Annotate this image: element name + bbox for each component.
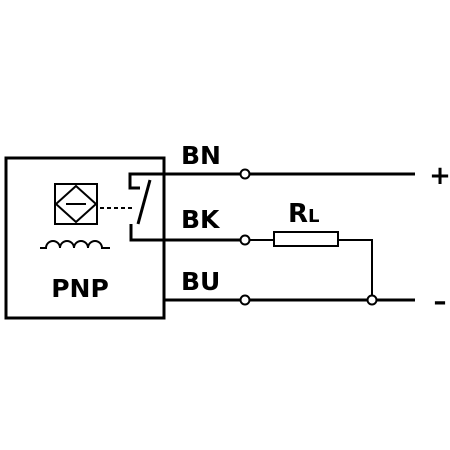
wire-label-bn: BN — [181, 141, 221, 170]
load-symbol: R — [288, 199, 308, 229]
terminal-bn — [239, 168, 251, 180]
junction-node — [366, 294, 378, 306]
terminal-bu — [239, 294, 251, 306]
load-subscript: L — [308, 206, 319, 227]
supply-positive-label: + — [429, 161, 450, 191]
load-return-wire — [338, 239, 373, 300]
sensor-housing — [4, 156, 166, 320]
terminal-bk — [239, 234, 251, 246]
wire-label-bk: BK — [181, 205, 221, 234]
sensor-label: PNP — [51, 274, 109, 303]
resistor-icon — [273, 231, 339, 247]
inductive-sensor-icon — [54, 183, 98, 225]
switch-contact-icon — [128, 172, 245, 242]
supply-negative-label: – — [434, 287, 447, 317]
load-label: RL — [288, 199, 320, 229]
wire-label-bu: BU — [181, 267, 220, 296]
coil-icon — [40, 240, 110, 249]
